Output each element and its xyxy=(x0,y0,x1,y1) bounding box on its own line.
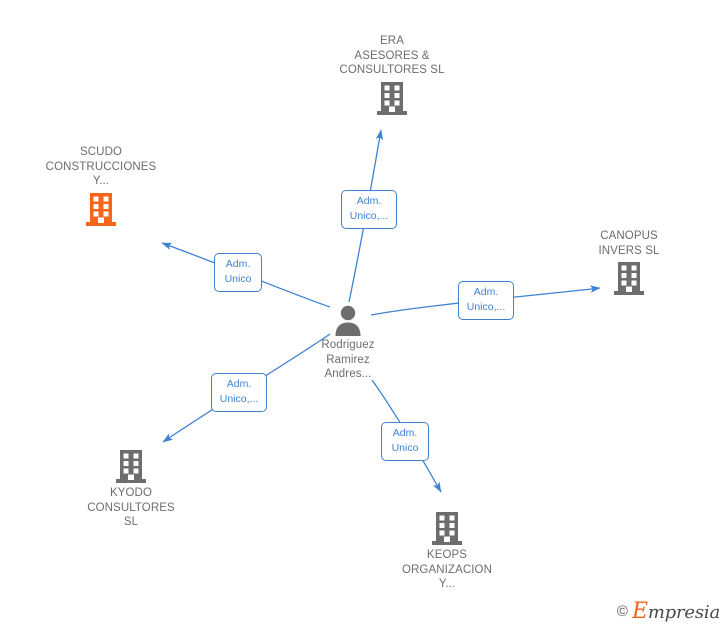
node-label-kyodo-consultores: KYODO CONSULTORES SL xyxy=(87,487,175,528)
node-label-canopus-invers: CANOPUS INVERS SL xyxy=(598,230,660,257)
empresia-watermark: © Empresia xyxy=(617,599,720,624)
edge-label-scudo[interactable]: Adm. Unico xyxy=(214,253,262,292)
building-icon xyxy=(614,262,644,295)
node-scudo-construcciones[interactable]: SCUDO CONSTRUCCIONES Y... xyxy=(26,145,176,227)
node-kyodo-consultores[interactable]: KYODO CONSULTORES SL xyxy=(56,448,206,530)
empresia-logo-initial: E xyxy=(631,599,648,624)
node-label-era-asesores: ERA ASESORES & CONSULTORES SL xyxy=(339,35,445,76)
copyright-icon: © xyxy=(616,603,628,620)
empresia-logo-text: mpresia xyxy=(647,602,720,623)
node-keops-organizacion[interactable]: KEOPS ORGANIZACION Y... xyxy=(372,510,522,592)
building-icon xyxy=(116,450,146,483)
edge-label-kyodo[interactable]: Adm. Unico,... xyxy=(211,373,267,412)
node-label-person-center: Rodriguez Ramirez Andres... xyxy=(321,339,375,380)
node-canopus-invers[interactable]: CANOPUS INVERS SL xyxy=(554,229,704,296)
node-label-keops-organizacion: KEOPS ORGANIZACION Y... xyxy=(401,549,492,590)
edge-label-canopus[interactable]: Adm. Unico,... xyxy=(458,281,514,320)
empresia-logo: Empresia xyxy=(632,599,720,624)
building-icon xyxy=(86,192,116,226)
edge-label-keops[interactable]: Adm. Unico xyxy=(381,422,429,461)
building-icon xyxy=(377,81,407,115)
building-icon xyxy=(432,512,462,545)
node-person-center[interactable]: Rodriguez Ramirez Andres... xyxy=(273,304,423,382)
person-icon xyxy=(335,305,361,336)
node-label-scudo-construcciones: SCUDO CONSTRUCCIONES Y... xyxy=(45,146,157,187)
node-era-asesores[interactable]: ERA ASESORES & CONSULTORES SL xyxy=(317,34,467,116)
edge-label-era[interactable]: Adm. Unico,... xyxy=(341,190,397,229)
